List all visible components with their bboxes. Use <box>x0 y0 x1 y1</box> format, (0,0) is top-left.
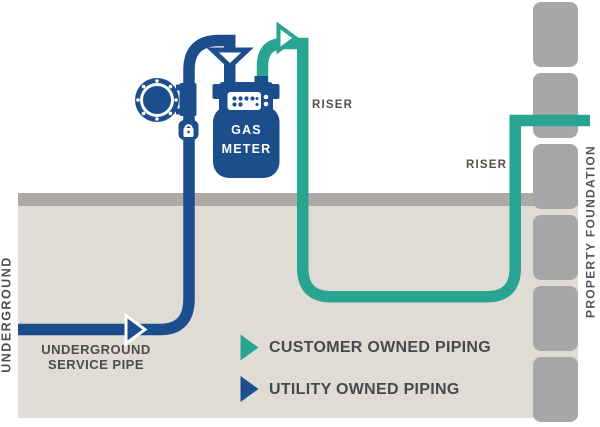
meter-lower-body <box>213 106 280 178</box>
riser-label-top: RISER <box>312 99 354 111</box>
gas-meter <box>212 76 280 178</box>
underground-side-label: UNDERGROUND <box>0 256 14 373</box>
legend-customer-arrow-icon <box>240 334 259 361</box>
valve-icon <box>206 47 254 70</box>
underground-service-pipe-label: UNDERGROUND SERVICE PIPE <box>21 342 171 372</box>
utility-flow-arrow-icon <box>124 312 148 347</box>
gas-meter-label-line2: METER <box>221 141 272 156</box>
customer-flow-arrow-icon <box>276 21 299 55</box>
collar-body <box>179 83 197 116</box>
property-foundation-label: PROPERTY FOUNDATION <box>583 145 598 318</box>
pipe-collar <box>176 83 197 116</box>
legend-label-utility: UTILITY OWNED PIPING <box>269 380 460 398</box>
riser-label-bottom: RISER <box>466 159 508 171</box>
gas-meter-label: GAS METER <box>213 121 280 158</box>
foundation-block <box>533 2 578 67</box>
meter-display <box>227 92 269 110</box>
lock-icon <box>178 120 199 140</box>
foundation-block <box>533 144 578 209</box>
foundation-block <box>533 357 578 422</box>
foundation-block <box>533 215 578 280</box>
service-pipe-label-line1: UNDERGROUND <box>41 342 151 357</box>
meter-ear <box>212 84 221 99</box>
foundation-blocks <box>533 2 578 422</box>
legend-label-customer: CUSTOMER OWNED PIPING <box>269 339 492 356</box>
legend-utility-arrow-icon <box>240 376 259 402</box>
customer-piping-path <box>256 37 590 303</box>
foundation-block <box>533 286 578 351</box>
flange-icon <box>135 78 179 122</box>
utility-piping-path <box>18 34 236 336</box>
service-pipe-label-line2: SERVICE PIPE <box>47 357 145 372</box>
foundation-block <box>533 73 578 138</box>
meter-ear <box>271 84 280 99</box>
gas-meter-label-line1: GAS <box>231 123 262 137</box>
